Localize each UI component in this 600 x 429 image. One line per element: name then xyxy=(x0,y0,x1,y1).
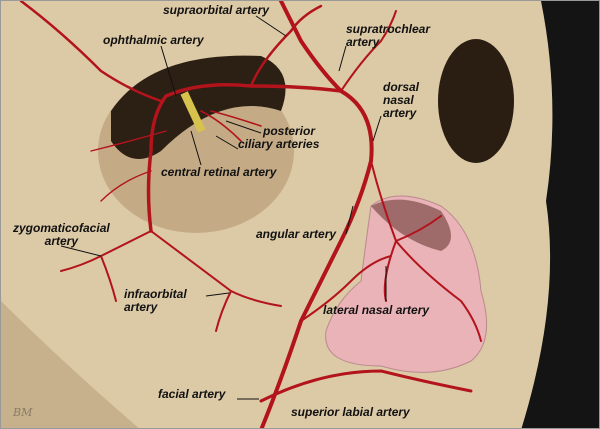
label-line: ciliary arteries xyxy=(238,137,320,151)
label-supraorbital-artery: supraorbital artery xyxy=(163,3,270,17)
label-lateral-nasal-artery: lateral nasal artery xyxy=(323,303,430,317)
label-line: artery xyxy=(383,106,417,120)
background-dark-edge xyxy=(521,1,599,428)
right-orbit xyxy=(438,39,514,163)
label-line: dorsal xyxy=(383,80,420,94)
label-zygomaticofacial-artery: zygomaticofacial artery xyxy=(13,222,110,248)
label-line: posterior xyxy=(263,124,316,138)
label-dorsal-nasal-artery: dorsal nasal artery xyxy=(383,81,419,120)
label-supratrochlear-artery: supratrochlear artery xyxy=(346,23,430,49)
label-ophthalmic-artery: ophthalmic artery xyxy=(103,33,204,47)
label-superior-labial-artery: superior labial artery xyxy=(291,405,410,419)
label-line: artery xyxy=(346,35,380,49)
artist-signature: BM xyxy=(13,406,33,419)
label-facial-artery: facial artery xyxy=(158,387,226,401)
label-line: supratrochlear xyxy=(346,22,431,36)
label-angular-artery: angular artery xyxy=(256,227,337,241)
nasal-aperture xyxy=(371,199,451,251)
label-line: zygomaticofacial xyxy=(13,221,110,235)
orbit-shadow xyxy=(111,55,286,159)
optic-nerve xyxy=(180,91,206,133)
cheek-shadow xyxy=(1,301,139,428)
label-posterior-ciliary-arteries: posterior ciliary arteries xyxy=(238,125,319,151)
label-line: artery xyxy=(44,234,79,248)
leader-lines xyxy=(60,15,387,400)
label-line: infraorbital xyxy=(124,287,187,301)
label-line: artery xyxy=(124,300,158,314)
label-line: nasal xyxy=(383,93,414,107)
arteries xyxy=(19,1,482,428)
label-central-retinal-artery: central retinal artery xyxy=(161,165,277,179)
label-infraorbital-artery: infraorbital artery xyxy=(124,288,187,314)
